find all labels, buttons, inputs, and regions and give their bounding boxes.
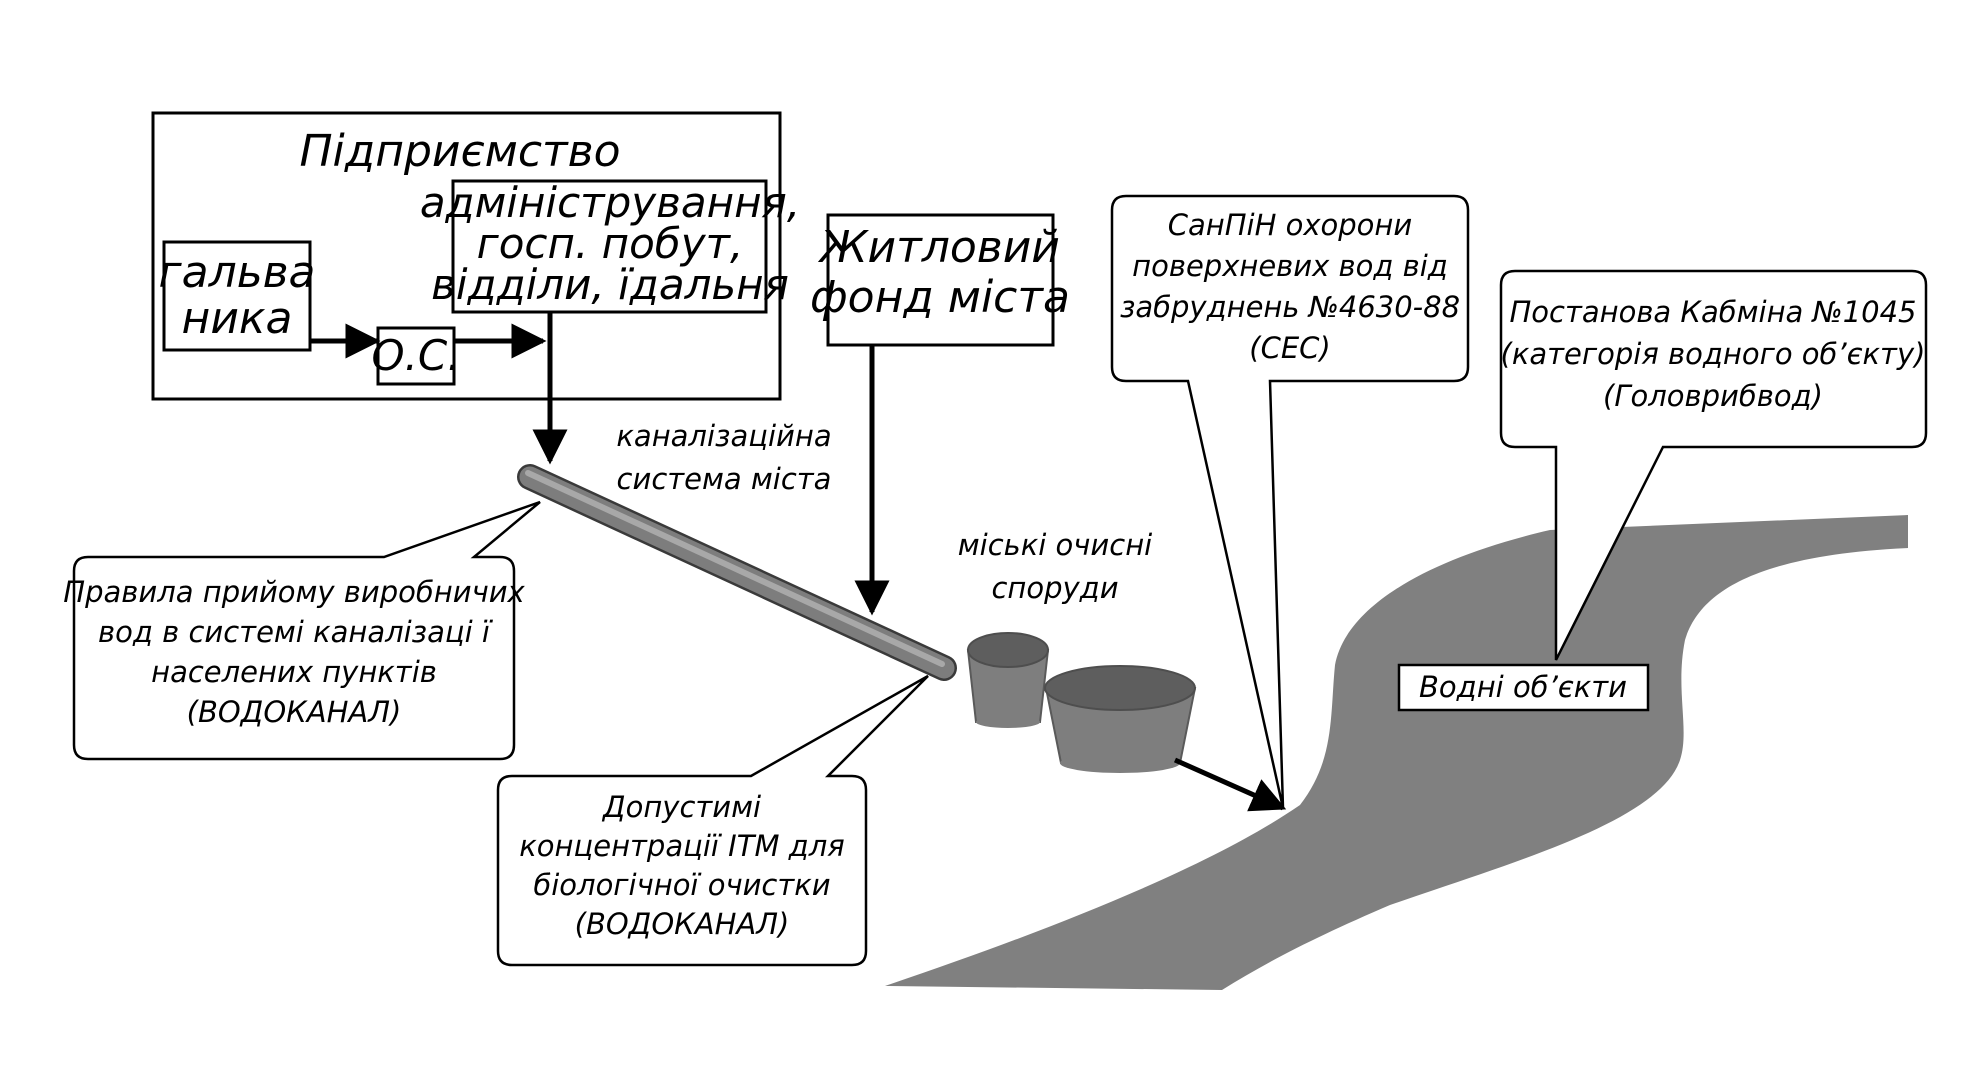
callout-bio-limits-line: Допустимі — [601, 790, 761, 824]
callout-sewer-rules — [72, 500, 541, 761]
admin-box — [451, 179, 768, 314]
electroplating-box — [162, 240, 312, 352]
treatment-tank-small — [966, 632, 1050, 728]
callout-sanpin-line: СанПіН охорони — [1168, 208, 1412, 242]
treatment-tank-large — [1044, 665, 1197, 773]
admin-label-line: адміністрування, — [420, 178, 800, 227]
water-bodies-label: Водні об’єкти — [1419, 670, 1627, 704]
river — [885, 515, 1908, 990]
callout-sanpin-line: поверхневих вод від — [1132, 249, 1448, 283]
admin-label-line: відділи, їдальня — [431, 260, 789, 309]
local-treatment-label: О.С. — [371, 331, 460, 380]
callout-sanpin-line: (СЕС) — [1249, 331, 1330, 365]
treatment-label-line: міські очисні — [958, 528, 1152, 562]
housing-label-line: фонд міста — [810, 272, 1070, 323]
callout-bio-limits — [496, 674, 929, 967]
electroplating-label-line: ника — [182, 293, 293, 344]
electroplating-label-line: гальва — [158, 247, 315, 298]
callout-cabinet — [1499, 269, 1928, 661]
callout-cabinet-line: Постанова Кабміна №1045 — [1509, 295, 1916, 329]
sewer-pipe — [517, 464, 957, 681]
callout-bio-limits-line: концентрації ІТМ для — [519, 829, 844, 863]
housing-box — [826, 213, 1055, 347]
callout-cabinet-line: (категорія водного об’єкту) — [1501, 337, 1926, 371]
sewer-label-line: каналізаційна — [616, 419, 831, 453]
callout-sewer-rules-line: вод в системі каналізаці ї — [98, 615, 494, 649]
callout-sewer-rules-line: населених пунктів — [151, 655, 437, 689]
enterprise-title: Підприємство — [299, 126, 620, 177]
arrow-treatment-to-river — [1173, 757, 1287, 812]
housing-label-line: Житловий — [817, 222, 1060, 273]
callout-sanpin — [1110, 194, 1470, 809]
sewer-label-line: система міста — [617, 462, 832, 496]
callout-cabinet-line: (Головрибвод) — [1603, 379, 1823, 413]
callout-bio-limits-line: (ВОДОКАНАЛ) — [575, 907, 790, 941]
callout-sanpin-line: забруднень №4630-88 — [1120, 290, 1460, 324]
admin-label-line: госп. побут, — [477, 219, 744, 268]
callout-sewer-rules-line: Правила прийому виробничих — [63, 575, 525, 609]
treatment-label-line: споруди — [991, 571, 1118, 605]
callout-bio-limits-line: біологічної очистки — [533, 868, 830, 902]
callout-sewer-rules-line: (ВОДОКАНАЛ) — [187, 695, 402, 729]
water-bodies-box — [1397, 663, 1650, 712]
